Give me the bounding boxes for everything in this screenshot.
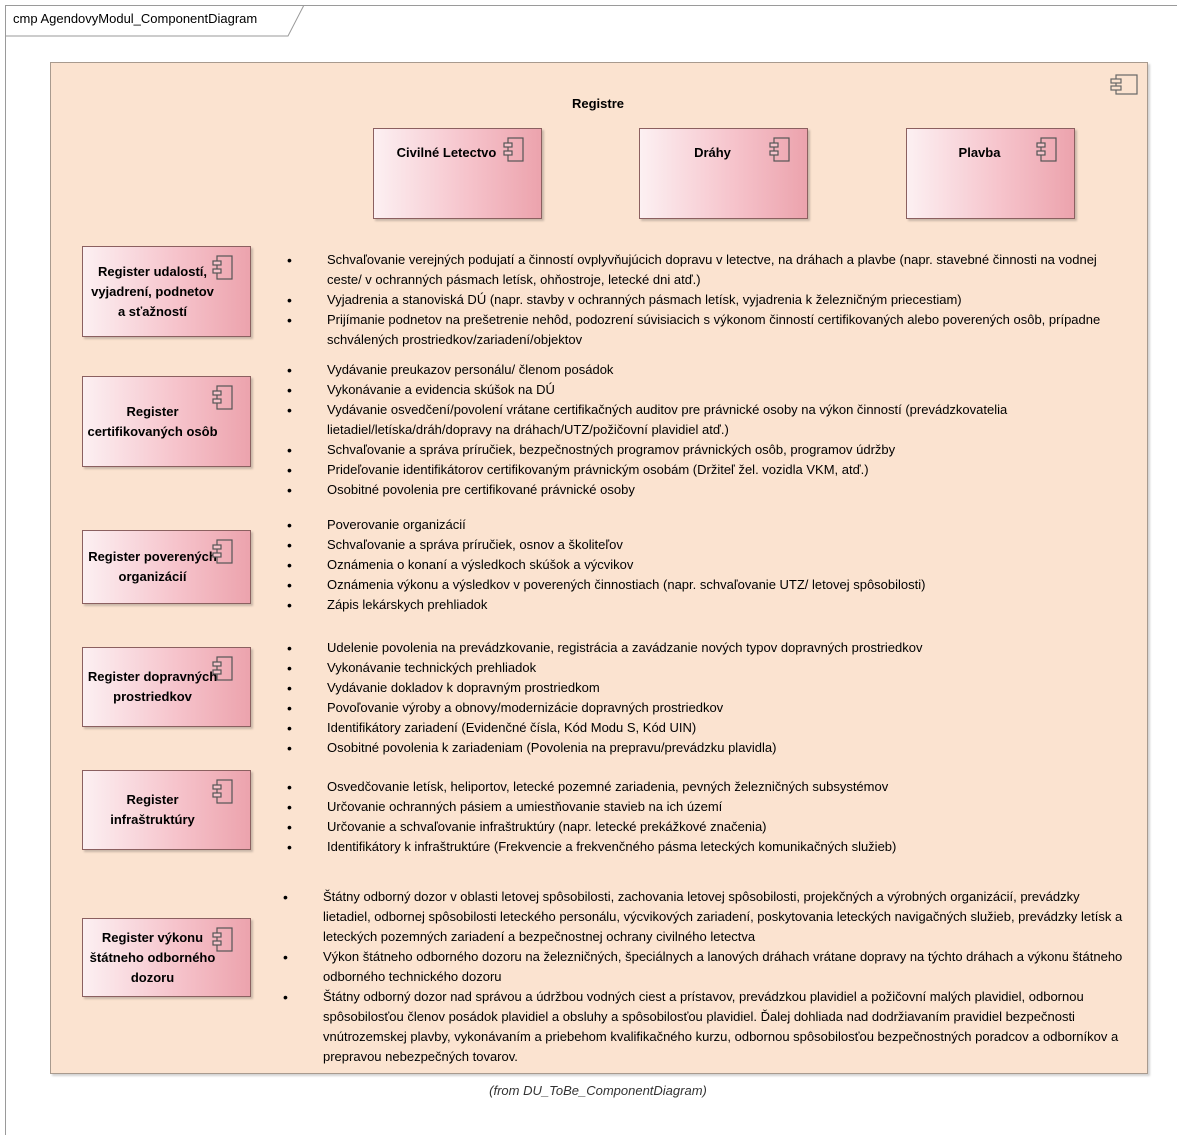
list-item: Vydávanie osvedčení/povolení vrátane cer…	[287, 400, 1107, 440]
list-item: Prijímanie podnetov na prešetrenie nehôd…	[287, 310, 1107, 350]
list-item: Osobitné povolenia k zariadeniam (Povole…	[287, 738, 1107, 758]
list-item: Štátny odborný dozor v oblasti letovej s…	[283, 887, 1128, 947]
component-drahy[interactable]: Dráhy	[639, 128, 808, 219]
component-civilne-letectvo[interactable]: Civilné Letectvo	[373, 128, 542, 219]
list-item: Identifikátory zariadení (Evidenčné čísl…	[287, 718, 1107, 738]
list-item: Prideľovanie identifikátorov certifikova…	[287, 460, 1107, 480]
component-icon	[212, 927, 233, 952]
component-icon	[212, 779, 233, 804]
component-label: Dráhy	[694, 145, 731, 160]
list-item: Určovanie ochranných pásiem a umiestňova…	[287, 797, 1107, 817]
component-icon	[769, 137, 790, 162]
component-icon	[1110, 74, 1138, 95]
list-item: Osvedčovanie letísk, heliportov, letecké…	[287, 777, 1107, 797]
list-item: Schvaľovanie a správa príručiek, osnov a…	[287, 535, 1107, 555]
list-item: Vykonávanie technických prehliadok	[287, 658, 1107, 678]
component-icon	[503, 137, 524, 162]
list-item: Vydávanie dokladov k dopravným prostried…	[287, 678, 1107, 698]
diagram-frame	[5, 5, 1177, 1135]
component-plavba[interactable]: Plavba	[906, 128, 1075, 219]
frame-tab	[5, 5, 305, 37]
list-item: Schvaľovanie a správa príručiek, bezpečn…	[287, 440, 1107, 460]
list-item: Osobitné povolenia pre certifikované prá…	[287, 480, 1107, 500]
register-dopravnych-prostriedkov-items: Udelenie povolenia na prevádzkovanie, re…	[287, 638, 1107, 758]
list-item: Udelenie povolenia na prevádzkovanie, re…	[287, 638, 1107, 658]
list-item: Štátny odborný dozor nad správou a údržb…	[283, 987, 1128, 1067]
register-udalosti-items: Schvaľovanie verejných podujatí a činnos…	[287, 250, 1107, 350]
list-item: Výkon štátneho odborného dozoru na želez…	[283, 947, 1128, 987]
frame-title: cmp AgendovyModul_ComponentDiagram	[13, 11, 258, 26]
container-title: Registre	[571, 96, 625, 111]
list-item: Zápis lekárskych prehliadok	[287, 595, 1107, 615]
list-item: Poverovanie organizácií	[287, 515, 1107, 535]
list-item: Povoľovanie výroby a obnovy/modernizácie…	[287, 698, 1107, 718]
list-item: Vyjadrenia a stanoviská DÚ (napr. stavby…	[287, 290, 1107, 310]
component-icon	[212, 255, 233, 280]
source-caption: (from DU_ToBe_ComponentDiagram)	[489, 1083, 707, 1098]
component-label: Civilné Letectvo	[396, 145, 497, 160]
list-item: Vydávanie preukazov personálu/ členom po…	[287, 360, 1107, 380]
component-icon	[212, 539, 233, 564]
component-icon	[1036, 137, 1057, 162]
register-certifikovanych-osob-items: Vydávanie preukazov personálu/ členom po…	[287, 360, 1107, 500]
component-icon	[212, 385, 233, 410]
list-item: Oznámenia výkonu a výsledkov v poverenýc…	[287, 575, 1107, 595]
list-item: Schvaľovanie verejných podujatí a činnos…	[287, 250, 1107, 290]
list-item: Vykonávanie a evidencia skúšok na DÚ	[287, 380, 1107, 400]
component-label: Plavba	[958, 145, 1001, 160]
register-poverenych-organizacii-items: Poverovanie organizácií Schvaľovanie a s…	[287, 515, 1107, 615]
list-item: Určovanie a schvaľovanie infraštruktúry …	[287, 817, 1107, 837]
list-item: Oznámenia o konaní a výsledkoch skúšok a…	[287, 555, 1107, 575]
list-item: Identifikátory k infraštruktúre (Frekven…	[287, 837, 1107, 857]
register-infrastruktury-items: Osvedčovanie letísk, heliportov, letecké…	[287, 777, 1107, 857]
component-icon	[212, 656, 233, 681]
register-vykonu-dozoru-items: Štátny odborný dozor v oblasti letovej s…	[283, 887, 1128, 1067]
